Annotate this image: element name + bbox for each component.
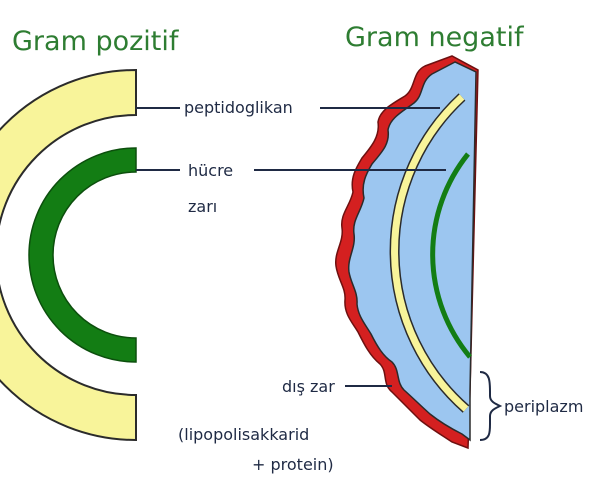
gn-periplasm [349, 62, 476, 440]
gp-peptidoglycan-layer [0, 70, 136, 440]
gram-negative-title: Gram negatif [345, 22, 525, 53]
label-periplasm: periplazm [504, 397, 583, 416]
label-outer-membrane-line2: (lipopolisakkarid [178, 425, 309, 444]
label-outer-membrane-line3: + protein) [252, 455, 334, 474]
label-outer-membrane-line1: dış zar [282, 377, 335, 396]
gram-negative-wall [336, 56, 478, 448]
gram-positive-title: Gram pozitif [12, 26, 180, 57]
gram-positive-wall [0, 70, 136, 440]
label-cell-membrane-line1: hücre [188, 161, 233, 180]
label-peptidoglycan: peptidoglikan [184, 98, 293, 117]
label-cell-membrane-line2: zarı [188, 197, 217, 216]
gp-cell-membrane [29, 148, 136, 362]
